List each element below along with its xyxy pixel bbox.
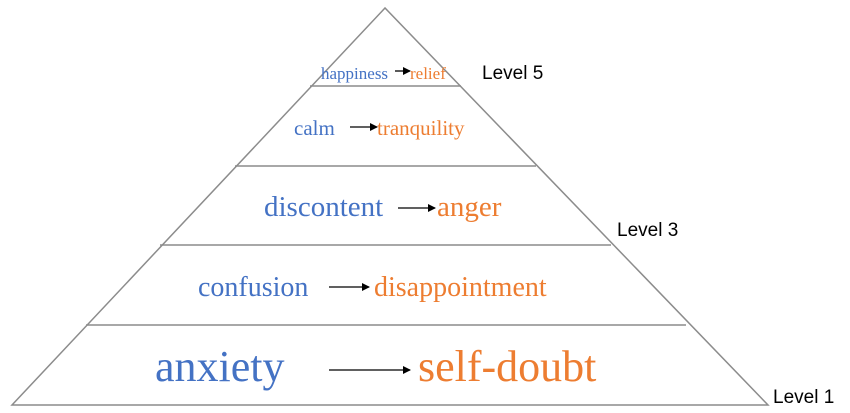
tier-5-to: relief — [410, 64, 446, 83]
tier-5-from: happiness — [321, 64, 388, 83]
tier-2: confusion disappointment — [198, 272, 547, 303]
tier-4-from: calm — [294, 116, 335, 140]
tier-2-to: disappointment — [374, 272, 547, 303]
level-1-label: Level 1 — [773, 387, 834, 408]
level-3-label: Level 3 — [617, 220, 678, 241]
tier-1-from: anxiety — [155, 342, 285, 391]
tier-1-to: self-doubt — [418, 342, 596, 391]
level-5-label: Level 5 — [482, 63, 543, 84]
pyramid-outline — [10, 6, 770, 406]
tier-5: happiness relief — [321, 64, 446, 83]
tier-4: calm tranquility — [294, 116, 465, 140]
tier-3-from: discontent — [264, 191, 383, 223]
tier-4-to: tranquility — [377, 116, 465, 140]
tier-1: anxiety self-doubt — [155, 342, 596, 391]
tier-3-to: anger — [437, 191, 502, 223]
tier-3: discontent anger — [264, 191, 502, 223]
tier-2-from: confusion — [198, 272, 308, 303]
